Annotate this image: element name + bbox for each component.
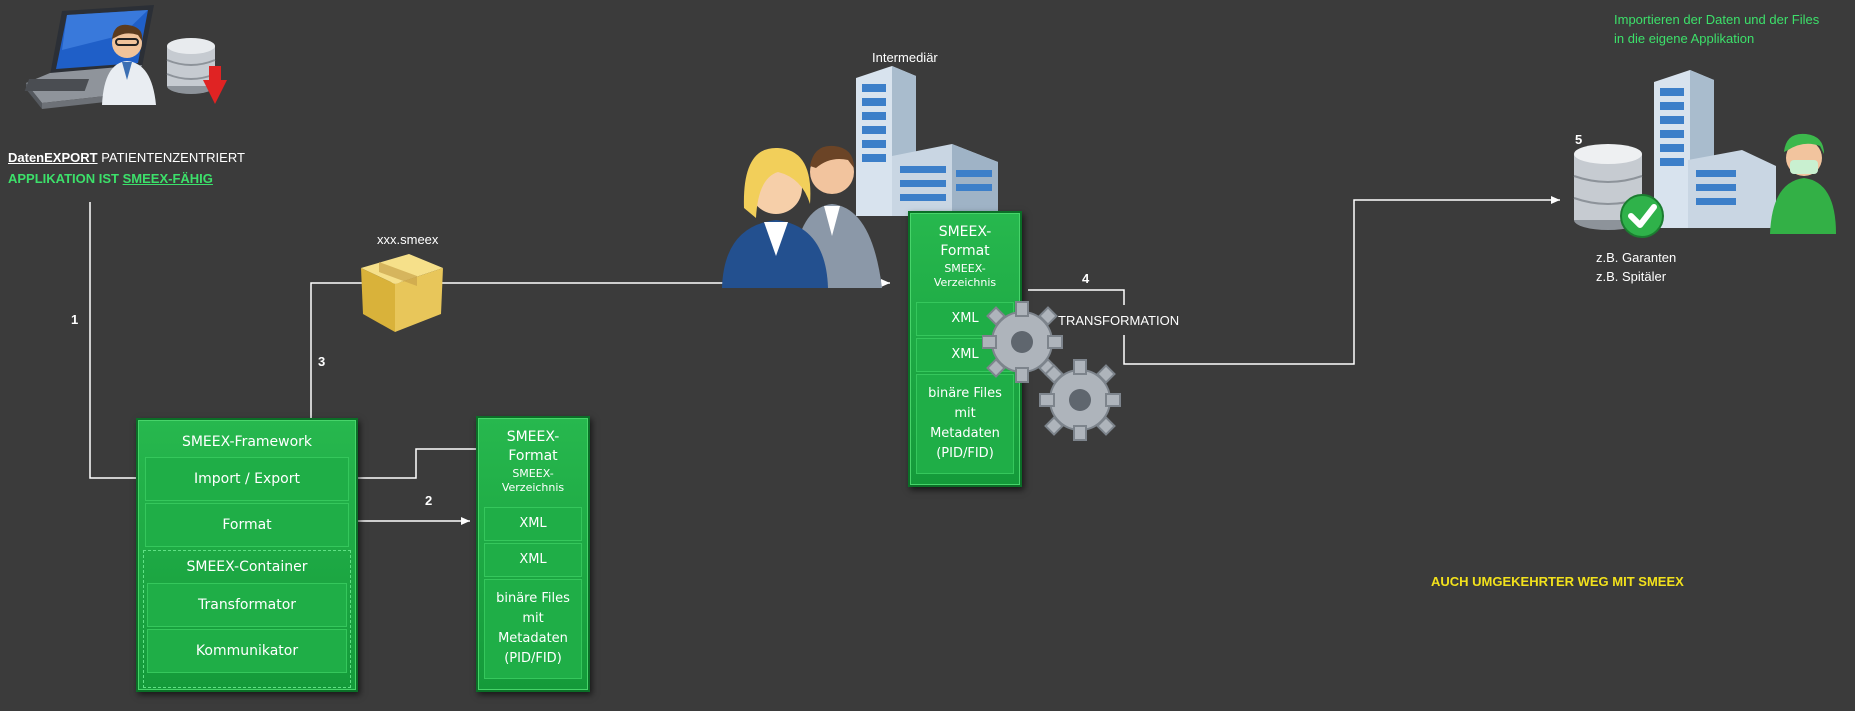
recipient-guarantors: z.B. Garanten <box>1596 250 1677 265</box>
import-export-cell: Import / Export <box>145 457 349 501</box>
application-capability: APPLIKATION IST SMEEX-FÄHIG <box>8 171 213 186</box>
file-label: xxx.smeex <box>377 232 439 247</box>
framework-title: SMEEX-Framework <box>181 434 313 450</box>
container-title: SMEEX-Container <box>186 559 308 575</box>
arrow-format-back <box>340 448 488 482</box>
files-line-2: mit <box>954 406 976 421</box>
step-4-label: 4 <box>1082 271 1090 286</box>
xml-cell-2: XML <box>484 543 582 577</box>
surgeon-icon <box>1770 133 1836 234</box>
package-icon <box>361 254 443 332</box>
laptop-doctor-icon <box>24 5 156 109</box>
building-icon <box>856 66 998 216</box>
files-line-4: (PID/FID) <box>504 651 562 666</box>
files-line-2: mit <box>522 611 544 626</box>
business-people-icon <box>722 145 882 288</box>
files-line-3: Metadaten <box>498 631 568 646</box>
export-title: DatenEXPORT PATIENTENZENTRIERT <box>8 150 245 165</box>
arrow-step-3 <box>310 279 890 418</box>
arrow-step-1 <box>89 202 155 482</box>
smeex-container: SMEEX-Container Transformator Kommunikat… <box>143 550 351 688</box>
transformation-bracket <box>1028 289 1125 305</box>
format-title-2: Format <box>508 448 558 464</box>
binary-files-cell: binäre Files mit Metadaten (PID/FID) <box>916 374 1014 474</box>
smeex-capable-link[interactable]: SMEEX-FÄHIG <box>122 171 213 186</box>
intermediary-label: Intermediär <box>872 50 938 65</box>
transformation-bracket-lower <box>1123 196 1560 365</box>
format-sub-1: SMEEX- <box>512 467 554 480</box>
export-title-underlined: DatenEXPORT <box>8 150 98 165</box>
gears-icon <box>982 301 1121 441</box>
files-line-3: Metadaten <box>930 426 1000 441</box>
export-title-rest: PATIENTENZENTRIERT <box>97 150 245 165</box>
step-5-label: 5 <box>1575 132 1583 147</box>
transformator-cell: Transformator <box>147 583 347 627</box>
format-title-2: Format <box>940 243 990 259</box>
binary-files-cell: binäre Files mit Metadaten (PID/FID) <box>484 579 582 679</box>
smeex-framework-box: SMEEX-Framework Import / Export Format S… <box>136 418 358 692</box>
step-2-label: 2 <box>425 493 433 508</box>
step-3-label: 3 <box>318 354 326 369</box>
recipient-hospitals: z.B. Spitäler <box>1596 269 1667 284</box>
transformation-label: TRANSFORMATION <box>1058 313 1180 328</box>
hospital-building-icon <box>1654 70 1776 228</box>
import-note-line-1: Importieren der Daten und der Files <box>1614 12 1820 27</box>
database-check-icon <box>1573 144 1664 238</box>
format-sub-2: Verzeichnis <box>501 481 565 494</box>
xml-cell-1: XML <box>484 507 582 541</box>
step-1-label: 1 <box>71 312 79 327</box>
files-line-1: binäre Files <box>496 591 570 606</box>
format-sub-2: Verzeichnis <box>933 276 997 289</box>
files-line-4: (PID/FID) <box>936 446 994 461</box>
format-title-1: SMEEX- <box>506 429 560 445</box>
files-line-1: binäre Files <box>928 386 1002 401</box>
database-down-icon <box>166 38 227 104</box>
format-sub-1: SMEEX- <box>944 262 986 275</box>
smeex-format-box-left: SMEEX- Format SMEEX- Verzeichnis XML XML… <box>476 416 590 692</box>
format-cell: Format <box>145 503 349 547</box>
format-title-1: SMEEX- <box>938 224 992 240</box>
import-note-line-2: in die eigene Applikation <box>1614 31 1755 46</box>
reverse-direction-note: AUCH UMGEKEHRTER WEG MIT SMEEX <box>1431 574 1684 589</box>
capability-prefix: APPLIKATION IST <box>8 171 123 186</box>
kommunikator-cell: Kommunikator <box>147 629 347 673</box>
